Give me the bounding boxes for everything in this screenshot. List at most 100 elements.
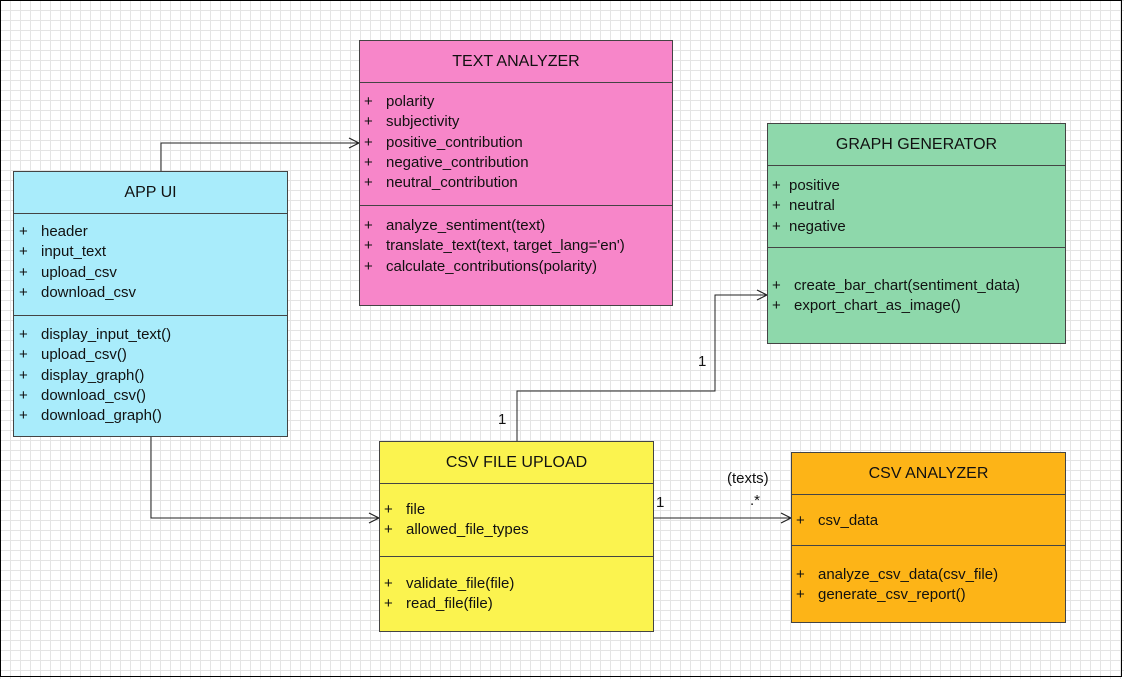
visibility-public-icon: + xyxy=(772,177,781,194)
visibility-public-icon: + xyxy=(19,243,28,261)
attribute-text: polarity xyxy=(386,93,435,110)
attribute-row: +neutral_contribution xyxy=(364,173,672,193)
method-text: analyze_csv_data(csv_file) xyxy=(818,566,999,583)
visibility-public-icon: + xyxy=(364,257,373,275)
attribute-row: + positive_contribution xyxy=(364,133,672,153)
class-graph-generator[interactable]: GRAPH GENERATOR + positive + neutral + negati… xyxy=(767,123,1066,344)
attributes-section: +file+ allowed_file_types xyxy=(380,484,653,556)
method-row: +calculate_contributions(polarity) xyxy=(364,257,672,277)
visibility-public-icon: + xyxy=(364,93,373,110)
attribute-row: + negative xyxy=(772,217,1065,237)
visibility-public-icon: + xyxy=(796,512,805,529)
method-text: read_file(file) xyxy=(406,595,493,613)
attribute-row: + allowed_file_types xyxy=(384,520,653,540)
visibility-public-icon: + xyxy=(19,346,28,364)
method-text: analyze_sentiment(text) xyxy=(386,217,546,234)
attribute-row: + input_text xyxy=(19,242,287,262)
visibility-public-icon: + xyxy=(384,595,393,613)
attribute-row: +upload_csv xyxy=(19,263,287,283)
visibility-public-icon: + xyxy=(772,197,781,215)
edge-appui-to-textanalyzer xyxy=(160,143,359,171)
attribute-row: + subjectivity xyxy=(364,112,672,132)
method-row: + download_csv() xyxy=(19,386,287,406)
method-row: + display_input_text() xyxy=(19,325,287,345)
methods-section: + analyze_csv_data(csv_file) + generate_csv… xyxy=(792,545,1065,606)
method-text: create_bar_chart(sentiment_data) xyxy=(794,277,1020,294)
multiplicity-upload-analyzer-source: 1 xyxy=(656,494,665,511)
class-title: CSV ANALYZER xyxy=(792,453,1065,495)
edge-csvupload-to-graphgenerator xyxy=(516,295,767,441)
method-row: + validate_file(file) xyxy=(384,574,653,594)
class-text-analyzer[interactable]: TEXT ANALYZER + polarity + subjectivity + pos… xyxy=(359,40,673,306)
visibility-public-icon: + xyxy=(772,277,781,294)
visibility-public-icon: + xyxy=(364,237,373,255)
attribute-text: negative xyxy=(789,217,846,235)
methods-section: + create_bar_chart(sentiment_data) +export… xyxy=(768,247,1065,317)
method-text: display_input_text() xyxy=(41,326,172,343)
attribute-row: + neutral xyxy=(772,196,1065,216)
visibility-public-icon: + xyxy=(772,217,781,235)
multiplicity-upload-graph-source: 1 xyxy=(498,411,507,428)
attribute-text: positive xyxy=(789,177,840,194)
method-row: + read_file(file) xyxy=(384,594,653,614)
methods-section: + validate_file(file) + read_file(file) xyxy=(380,556,653,615)
class-csv-file-upload[interactable]: CSV FILE UPLOAD +file+allowed_file_types… xyxy=(379,441,654,632)
attribute-text: header xyxy=(41,223,88,240)
attribute-text: neutral_contribution xyxy=(386,174,518,192)
methods-section: + analyze_sentiment(text) + translate_text(… xyxy=(360,205,672,277)
class-title: CSV FILE UPLOAD xyxy=(380,442,653,484)
attribute-row: +header xyxy=(19,222,287,242)
attribute-text: neutral xyxy=(789,197,835,215)
methods-section: + display_input_text() + upload_csv() + displ… xyxy=(14,315,287,426)
attribute-row: + csv_data xyxy=(796,511,1065,531)
attribute-text: subjectivity xyxy=(386,113,460,131)
visibility-public-icon: + xyxy=(19,366,28,384)
method-text: download_csv() xyxy=(41,386,147,404)
method-row: + translate_text(text, target_lang='en') xyxy=(364,236,672,256)
multiplicity-upload-analyzer-target: .* xyxy=(750,492,761,509)
visibility-public-icon: + xyxy=(364,153,373,171)
role-upload-analyzer: (texts) xyxy=(727,470,769,487)
class-title: GRAPH GENERATOR xyxy=(768,124,1065,166)
method-text: generate_csv_report() xyxy=(818,586,966,604)
visibility-public-icon: + xyxy=(364,133,373,151)
attributes-section: + positive + neutral + negative xyxy=(768,166,1065,247)
attribute-text: input_text xyxy=(41,243,107,261)
visibility-public-icon: + xyxy=(364,217,373,234)
attribute-row: +download_csv xyxy=(19,283,287,303)
method-row: + create_bar_chart(sentiment_data) xyxy=(772,276,1065,296)
visibility-public-icon: + xyxy=(796,586,805,604)
method-row: +export_chart_as_image() xyxy=(772,296,1065,316)
method-row: + analyze_sentiment(text) xyxy=(364,216,672,236)
attribute-text: negative_contribution xyxy=(386,153,529,171)
method-row: + generate_csv_report() xyxy=(796,585,1065,605)
attribute-row: + negative_contribution xyxy=(364,153,672,173)
visibility-public-icon: + xyxy=(19,407,28,425)
attribute-row: +file xyxy=(384,500,653,520)
attribute-text: csv_data xyxy=(818,512,879,529)
visibility-public-icon: + xyxy=(384,521,393,539)
attribute-row: + polarity xyxy=(364,92,672,112)
attribute-text: allowed_file_types xyxy=(406,521,529,539)
attribute-row: + positive xyxy=(772,176,1065,196)
method-text: translate_text(text, target_lang='en') xyxy=(386,237,625,255)
visibility-public-icon: + xyxy=(364,113,373,131)
attribute-text: positive_contribution xyxy=(386,133,523,151)
method-text: validate_file(file) xyxy=(406,575,515,592)
class-app-ui[interactable]: APP UI +header+input_text+upload_csv+dow… xyxy=(13,171,288,437)
attribute-text: download_csv xyxy=(41,283,137,301)
method-row: +download_graph() xyxy=(19,406,287,426)
class-title: TEXT ANALYZER xyxy=(360,41,672,83)
visibility-public-icon: + xyxy=(19,386,28,404)
method-text: display_graph() xyxy=(41,366,145,384)
visibility-public-icon: + xyxy=(384,575,393,592)
method-text: upload_csv() xyxy=(41,346,127,364)
method-text: export_chart_as_image() xyxy=(794,297,961,315)
class-csv-analyzer[interactable]: CSV ANALYZER + csv_data + analyze_csv_data… xyxy=(791,452,1066,623)
attributes-section: + csv_data xyxy=(792,495,1065,545)
attribute-text: upload_csv xyxy=(41,263,117,281)
visibility-public-icon: + xyxy=(19,326,28,343)
method-row: + upload_csv() xyxy=(19,345,287,365)
edge-appui-to-csvupload xyxy=(150,437,379,518)
